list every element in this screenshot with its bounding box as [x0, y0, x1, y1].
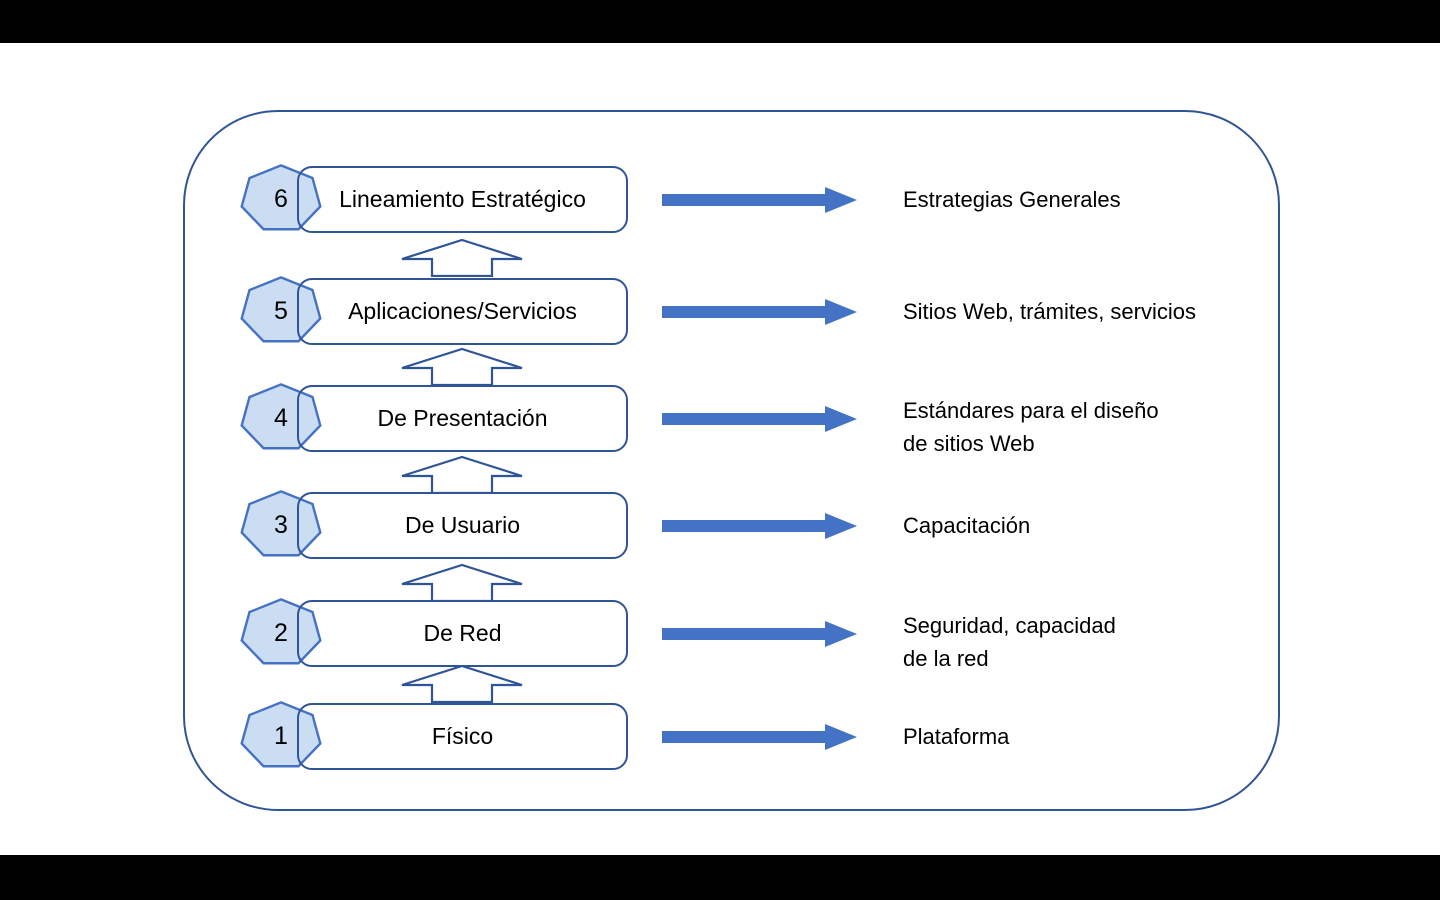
right-arrow-icon [662, 724, 857, 750]
layer-description: Plataforma [903, 724, 1010, 749]
layer-description: Capacitación [903, 513, 1031, 538]
layer-row-6: 6 Lineamiento Estratégico Estrategias Ge… [0, 166, 1440, 233]
layer-description-wrap: Capacitación [903, 492, 1303, 559]
layer-box: De Presentación [297, 385, 628, 452]
level-badge-heptagon [239, 490, 323, 560]
layer-description: Seguridad, capacidad de la red [903, 612, 1116, 671]
layer-label: De Presentación [377, 405, 548, 431]
layer-label: De Red [423, 620, 502, 646]
level-number: 4 [274, 403, 288, 432]
layer-box: Lineamiento Estratégico [297, 166, 628, 233]
layer-row-2: 2 De Red Seguridad, capacidad de la red [0, 598, 1440, 671]
layer-description: Estrategias Generales [903, 187, 1121, 212]
layer-box: Físico [297, 703, 628, 770]
level-badge-heptagon [239, 383, 323, 453]
up-arrow-icon [400, 456, 524, 494]
right-arrow-icon [662, 299, 857, 325]
layer-row-1: 1 Físico Plataforma [0, 703, 1440, 770]
layer-label: De Usuario [404, 512, 521, 538]
level-badge-heptagon [239, 276, 323, 346]
level-badge-heptagon [239, 164, 323, 234]
layer-description-wrap: Seguridad, capacidad de la red [903, 600, 1303, 671]
letterbox-top [0, 0, 1440, 43]
layer-row-3: 3 De Usuario Capacitación [0, 492, 1440, 559]
level-number: 1 [274, 721, 288, 750]
level-badge-heptagon [239, 598, 323, 668]
up-arrow-icon [400, 665, 524, 703]
level-number: 6 [274, 184, 288, 213]
layer-description: Sitios Web, trámites, servicios [903, 299, 1197, 324]
layer-label: Lineamiento Estratégico [339, 186, 586, 212]
diagram-canvas: 6 Lineamiento Estratégico Estrategias Ge… [0, 43, 1440, 855]
right-arrow-icon [662, 513, 857, 539]
layer-label: Aplicaciones/Servicios [348, 298, 577, 324]
right-arrow-icon [662, 187, 857, 213]
level-number: 3 [274, 510, 288, 539]
layer-label: Físico [431, 723, 494, 749]
diagram-frame [183, 110, 1280, 811]
up-arrow-icon [400, 348, 524, 386]
layer-box: Aplicaciones/Servicios [297, 278, 628, 345]
letterbox-bottom [0, 855, 1440, 900]
right-arrow-icon [662, 406, 857, 432]
up-arrow-icon [400, 239, 524, 277]
layer-description-wrap: Plataforma [903, 703, 1303, 770]
layer-description-wrap: Sitios Web, trámites, servicios [903, 278, 1303, 345]
layer-description: Estándares para el diseño de sitios Web [903, 397, 1159, 456]
right-arrow-icon [662, 621, 857, 647]
level-badge-heptagon [239, 701, 323, 771]
layer-description-wrap: Estándares para el diseño de sitios Web [903, 385, 1303, 456]
layer-description-wrap: Estrategias Generales [903, 166, 1303, 233]
layer-row-4: 4 De Presentación Estándares para el dis… [0, 383, 1440, 456]
layer-box: De Usuario [297, 492, 628, 559]
level-number: 2 [274, 618, 288, 647]
level-number: 5 [274, 296, 288, 325]
layer-box: De Red [297, 600, 628, 667]
up-arrow-icon [400, 564, 524, 602]
layer-row-5: 5 Aplicaciones/Servicios Sitios Web, trá… [0, 278, 1440, 345]
